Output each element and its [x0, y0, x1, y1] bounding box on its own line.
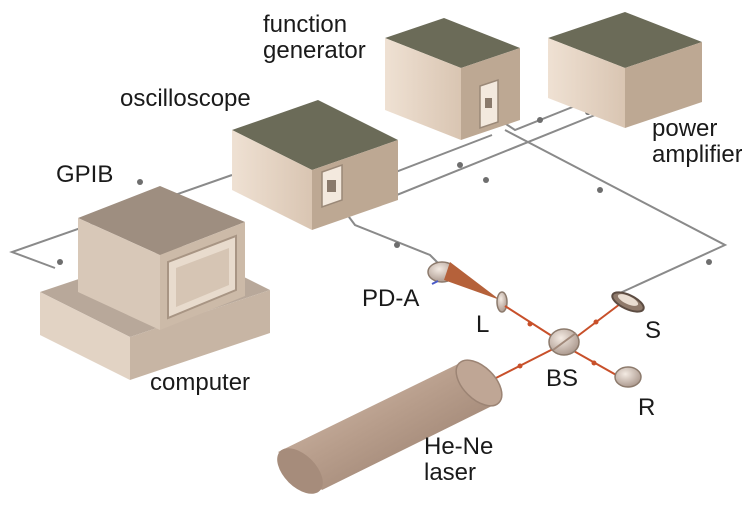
reference-label: R — [638, 394, 656, 421]
laser-beams — [487, 303, 621, 383]
photodetector-label: PD-A — [362, 285, 420, 312]
function-generator-box — [385, 18, 520, 140]
computer-label: computer — [150, 369, 251, 396]
function-generator-label-line1: function — [263, 11, 348, 38]
beam-splitter — [548, 328, 580, 356]
gpib-label: GPIB — [56, 161, 114, 188]
lens — [496, 291, 508, 313]
function-generator-label: function generator — [263, 12, 366, 64]
fgen-sample-cable — [504, 129, 728, 294]
beam-splitter-label: BS — [546, 365, 579, 392]
function-generator-label-line2: generator — [263, 36, 366, 64]
laser-label: He-Ne laser — [424, 434, 493, 486]
oscilloscope-box — [232, 100, 398, 230]
reference-mirror — [614, 366, 642, 388]
power-amplifier-box — [548, 12, 702, 128]
laser-tube — [277, 359, 503, 494]
oscilloscope-label: oscilloscope — [120, 85, 251, 112]
photodetector — [427, 261, 500, 300]
power-amplifier-label-line1: power — [652, 115, 718, 142]
power-amplifier-label-line2: amplifier — [652, 140, 742, 168]
computer — [40, 186, 270, 380]
power-amplifier-label: power amplifier — [652, 116, 742, 168]
sample-mirror — [611, 291, 645, 313]
laser-label-line2: laser — [424, 458, 477, 486]
sample-label: S — [645, 317, 662, 344]
laser-label-line1: He-Ne — [424, 433, 494, 460]
lens-label: L — [476, 311, 490, 338]
